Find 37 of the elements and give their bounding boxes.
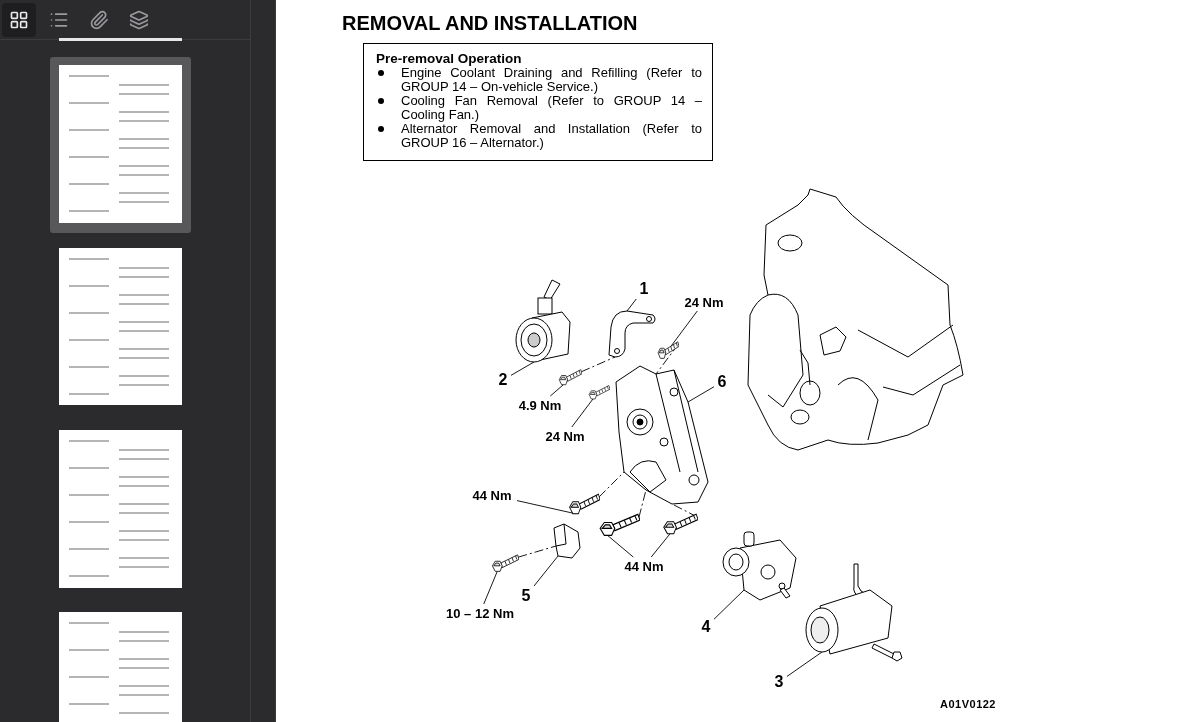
torque-label: 44 Nm	[619, 557, 669, 575]
torque-label: 44 Nm	[467, 486, 517, 504]
bolt-drawing	[558, 368, 582, 388]
box-heading: Pre-removal Operation	[376, 52, 523, 66]
callout-number: 6	[714, 372, 730, 392]
leader-line	[483, 570, 498, 605]
assembly-line	[638, 489, 647, 518]
leader-line	[510, 361, 535, 376]
torque-label: 10 – 12 Nm	[436, 604, 524, 622]
page-title: REMOVAL AND INSTALLATION	[342, 12, 638, 35]
torque-label: 24 Nm	[679, 293, 729, 311]
leader-line	[687, 386, 715, 403]
leader-line	[626, 298, 637, 312]
torque-label: 24 Nm	[540, 427, 590, 445]
assembly-line	[517, 545, 557, 558]
bullet-item: Cooling Fan Removal (Refer to GROUP 14 – Cooling Fan.)	[376, 94, 702, 122]
assembly-line	[580, 356, 616, 373]
bolt-drawing	[588, 384, 610, 402]
info-box	[363, 43, 713, 161]
bullet-item: Alternator Removal and Installation (Refer to GROUP 16 – Alternator.)	[376, 122, 702, 150]
bullet-item: Engine Coolant Draining and Refilling (Refer to GROUP 14 – On-vehicle Service.)	[376, 66, 702, 94]
callout-number: 2	[495, 370, 511, 390]
leader-line	[650, 533, 671, 558]
leader-line	[713, 589, 745, 620]
leader-line	[786, 651, 823, 677]
callout-number: 3	[771, 672, 787, 692]
assembly-line	[598, 471, 625, 498]
torque-label: 4.9 Nm	[514, 396, 566, 414]
leader-line	[549, 384, 564, 397]
leader-line	[571, 398, 594, 428]
callout-number: 1	[636, 279, 652, 299]
callout-number: 4	[698, 617, 714, 637]
bolt-drawing	[491, 553, 519, 575]
figure-code: A01V0122	[940, 698, 996, 710]
leader-line	[533, 555, 559, 587]
callout-number: 5	[518, 586, 534, 606]
bolt-drawing	[657, 340, 679, 362]
